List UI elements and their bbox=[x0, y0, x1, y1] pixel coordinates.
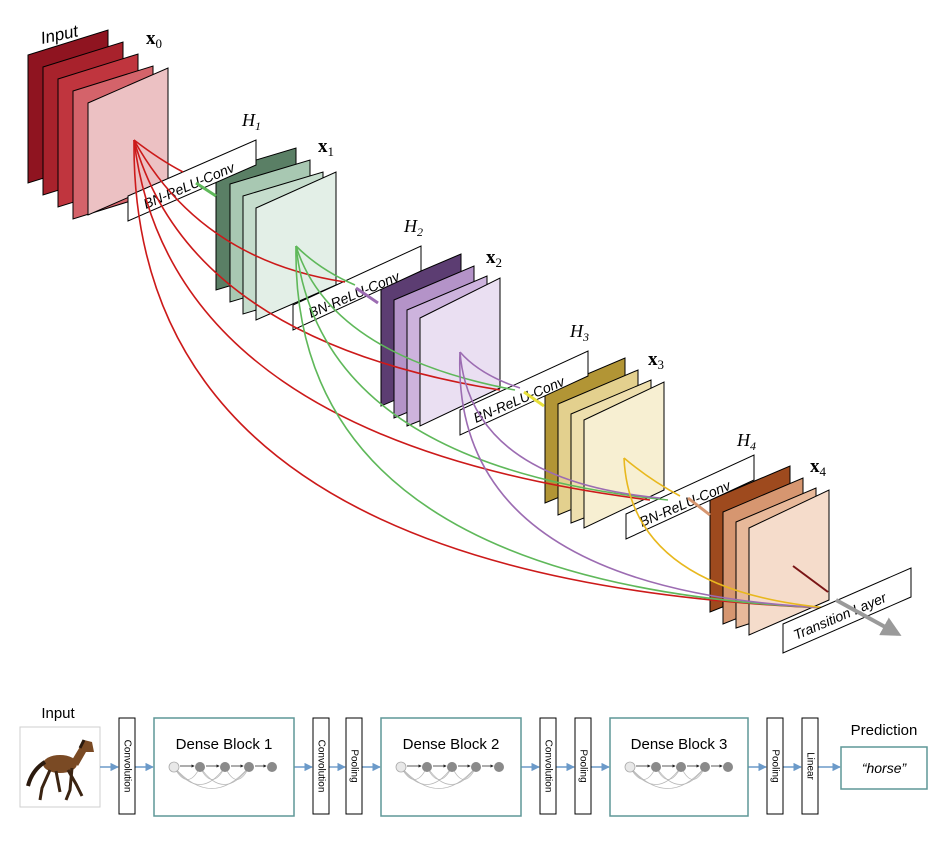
connection-green bbox=[295, 245, 829, 609]
connection-red bbox=[133, 139, 651, 501]
x0-label: x0 bbox=[146, 28, 162, 51]
pooling-layer: Pooling bbox=[574, 717, 592, 815]
input-image bbox=[19, 726, 101, 808]
feed-arrow bbox=[195, 181, 217, 198]
x4-label: x4 bbox=[810, 456, 827, 479]
x3-label: x3 bbox=[648, 349, 664, 372]
mini-dense-graph bbox=[168, 761, 277, 789]
connection-yellow bbox=[623, 457, 681, 497]
svg-text:Convolution: Convolution bbox=[316, 740, 327, 793]
feed-arrow bbox=[355, 286, 379, 305]
dense-block-title: Dense Block 1 bbox=[176, 736, 273, 753]
connection-green bbox=[295, 245, 356, 286]
connection-red bbox=[133, 139, 184, 173]
densenet-pipeline: Input bbox=[19, 705, 928, 817]
connection-red bbox=[133, 139, 346, 283]
connection-purple bbox=[459, 351, 521, 389]
horse-icon bbox=[26, 739, 94, 801]
svg-text:Pooling: Pooling bbox=[349, 749, 360, 782]
dense-block-detail: Input x0 BN-ReLU-Conv H1 x1 BN-ReLU-Conv… bbox=[27, 21, 912, 654]
prediction-title: Prediction bbox=[851, 722, 918, 739]
svg-text:Convolution: Convolution bbox=[543, 740, 554, 793]
feed-arrow bbox=[687, 496, 711, 517]
dense-connections bbox=[133, 139, 829, 609]
connection-green bbox=[295, 245, 669, 501]
convolution-layer: Convolution bbox=[118, 717, 136, 815]
pooling-layer: Pooling bbox=[345, 717, 363, 815]
svg-text:Convolution: Convolution bbox=[122, 740, 133, 793]
transition-output-arrow bbox=[835, 598, 902, 636]
x1-label: x1 bbox=[318, 136, 334, 159]
mini-dense-graph bbox=[395, 761, 504, 789]
x0-index: 0 bbox=[156, 36, 163, 51]
connection-yellow bbox=[623, 457, 829, 609]
connection-purple bbox=[459, 351, 829, 609]
svg-text:Pooling: Pooling bbox=[770, 749, 781, 782]
prediction-box: “horse” bbox=[840, 746, 928, 790]
pooling-layer: Pooling bbox=[766, 717, 784, 815]
dense-block-title: Dense Block 2 bbox=[403, 736, 500, 753]
svg-text:Linear: Linear bbox=[805, 752, 816, 780]
convolution-layer: Convolution bbox=[312, 717, 330, 815]
convolution-layer: Convolution bbox=[539, 717, 557, 815]
feed-arrow bbox=[523, 390, 545, 408]
connection-purple bbox=[459, 351, 661, 499]
svg-text:Pooling: Pooling bbox=[578, 749, 589, 782]
x2-label: x2 bbox=[486, 247, 502, 270]
h1-label: H1 bbox=[241, 110, 261, 133]
input-feature-maps bbox=[27, 29, 169, 220]
dense-block-2: Dense Block 2 bbox=[380, 717, 522, 817]
pipeline-input-label: Input bbox=[41, 705, 75, 722]
connection-green bbox=[295, 245, 516, 391]
h3-label: H3 bbox=[569, 321, 589, 344]
mini-dense-graph bbox=[624, 761, 733, 789]
dense-block-title: Dense Block 3 bbox=[631, 736, 728, 753]
h2-label: H2 bbox=[403, 216, 423, 239]
feed-arrow bbox=[792, 565, 829, 593]
connection-red bbox=[133, 139, 501, 391]
h4-label: H4 bbox=[736, 430, 756, 453]
dense-block-1: Dense Block 1 bbox=[153, 717, 295, 817]
dense-block-3: Dense Block 3 bbox=[609, 717, 749, 817]
linear-layer: Linear bbox=[801, 717, 819, 815]
prediction-value: “horse” bbox=[862, 760, 908, 776]
connection-red bbox=[133, 139, 829, 609]
x0-symbol: x bbox=[146, 28, 156, 49]
